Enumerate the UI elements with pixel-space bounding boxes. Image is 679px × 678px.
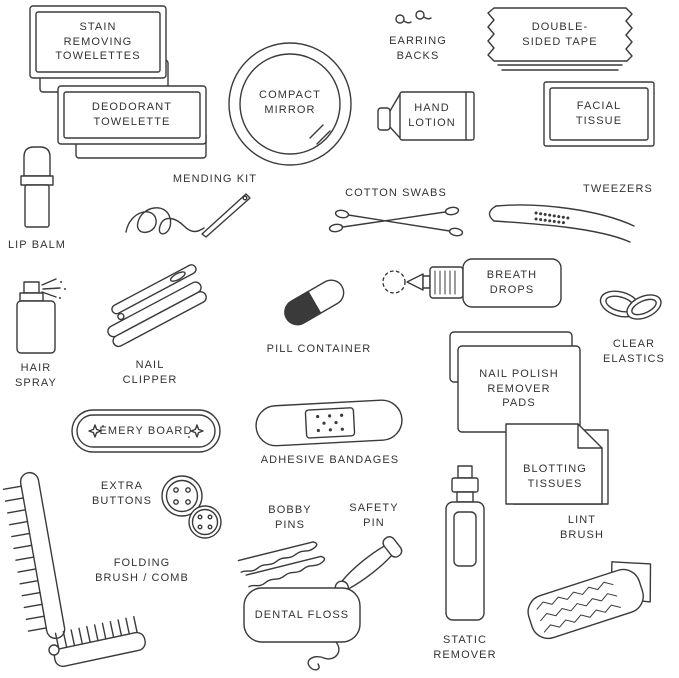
hair-spray-label: HAIR SPRAY (15, 362, 57, 389)
item-stain-removing-towelettes: STAIN REMOVING TOWELETTES (22, 4, 172, 100)
emery-board-label: EMERY BOARD (99, 424, 193, 437)
spray-bottle-icon (16, 278, 66, 354)
item-earring-backs: EARRING BACKS (368, 6, 468, 68)
item-cotton-swabs: COTTON SWABS (322, 186, 470, 248)
towelette-packet-icon (57, 85, 207, 159)
bandage-icon (255, 399, 403, 447)
compact-mirror-label: COMPACT MIRROR (259, 89, 321, 116)
mending-kit-label: MENDING KIT (172, 172, 258, 185)
item-hand-lotion: HAND LOTION (376, 80, 484, 154)
item-compact-mirror: COMPACT MIRROR (226, 40, 354, 168)
item-hair-spray: HAIR SPRAY (4, 278, 68, 396)
static-remover-label: STATIC REMOVER (433, 634, 497, 661)
tape-strip-icon (487, 7, 633, 71)
lotion-tube-icon (377, 91, 475, 141)
nail-clipper-label: NAIL CLIPPER (122, 359, 178, 386)
double-sided-tape-label: DOUBLE- SIDED TAPE (522, 21, 598, 48)
item-emery-board: EMERY BOARD (70, 406, 222, 458)
towelette-packet-icon (29, 5, 169, 93)
item-blotting-tissues: BLOTTING TISSUES (498, 416, 616, 512)
tissue-pack-icon (543, 81, 655, 147)
lip-balm-icon (20, 146, 54, 228)
folding-brush-comb-label: FOLDING BRUSH / COMB (95, 557, 189, 584)
clear-elastics-label: CLEAR ELASTICS (603, 338, 665, 365)
safety-pin-label: SAFETY PIN (349, 502, 399, 529)
item-double-sided-tape: DOUBLE- SIDED TAPE (482, 4, 642, 76)
folding-comb-icon (2, 471, 146, 668)
bobby-pins-icon (237, 541, 326, 588)
nail-clipper-icon (107, 264, 207, 348)
stain-removing-towelettes-label: STAIN REMOVING TOWELETTES (55, 21, 141, 63)
floss-container-icon (243, 587, 361, 671)
item-facial-tissue: FACIAL TISSUE (540, 78, 658, 152)
item-clear-elastics: CLEAR ELASTICS (592, 280, 676, 380)
item-tweezers: TWEEZERS (480, 180, 658, 255)
lint-brush-label: LINT BRUSH (559, 514, 604, 541)
deodorant-towelette-label: DEODORANT TOWELETTE (91, 101, 173, 128)
tweezers-icon (488, 204, 635, 243)
nail-polish-remover-pads-label: NAIL POLISH REMOVER PADS (479, 368, 559, 410)
item-mending-kit: MENDING KIT (118, 170, 278, 270)
needle-thread-icon (125, 193, 251, 238)
drops-bottle-icon (382, 258, 562, 308)
item-folding-brush-comb: FOLDING BRUSH / COMB (2, 468, 197, 678)
bobby-pins-label: BOBBY PINS (268, 504, 312, 531)
adhesive-bandages-label: ADHESIVE BANDAGES (260, 453, 400, 466)
compact-mirror-icon (228, 42, 352, 166)
extra-buttons-label: EXTRA BUTTONS (91, 480, 153, 507)
lip-balm-label: LIP BALM (7, 238, 67, 251)
item-lip-balm: LIP BALM (6, 144, 68, 256)
blotting-tissues-label: BLOTTING TISSUES (523, 463, 587, 490)
tweezers-label: TWEEZERS (583, 182, 653, 195)
earring-backs-icon (395, 10, 432, 24)
cotton-swabs-icon (328, 206, 464, 237)
emery-board-icon (71, 409, 221, 453)
item-lint-brush: LINT BRUSH (512, 508, 670, 648)
buttons-icon (161, 475, 222, 539)
item-pill-container: PILL CONTAINER (252, 272, 387, 360)
pill-container-label: PILL CONTAINER (266, 342, 372, 355)
hand-lotion-label: HAND LOTION (408, 102, 456, 129)
pump-spray-icon (445, 465, 485, 621)
cotton-swabs-label: COTTON SWABS (345, 186, 447, 199)
folded-sheet-icon (505, 423, 609, 505)
item-bobby-pins: BOBBY PINS (232, 492, 337, 588)
elastic-bands-icon (599, 290, 662, 320)
item-static-remover: STATIC REMOVER (424, 464, 506, 670)
item-dental-floss: DENTAL FLOSS (238, 582, 370, 678)
item-breath-drops: BREATH DROPS (378, 252, 568, 324)
earring-backs-label: EARRING BACKS (389, 35, 447, 62)
breath-drops-label: BREATH DROPS (486, 269, 538, 296)
facial-tissue-label: FACIAL TISSUE (575, 100, 623, 127)
item-extra-buttons: EXTRA BUTTONS (82, 468, 232, 546)
lint-brush-icon (527, 561, 652, 640)
capsule-icon (284, 279, 345, 326)
item-adhesive-bandages: ADHESIVE BANDAGES (248, 393, 410, 471)
item-deodorant-towelette: DEODORANT TOWELETTE (52, 84, 212, 162)
dental-floss-label: DENTAL FLOSS (254, 608, 350, 621)
item-nail-clipper: NAIL CLIPPER (98, 264, 238, 388)
